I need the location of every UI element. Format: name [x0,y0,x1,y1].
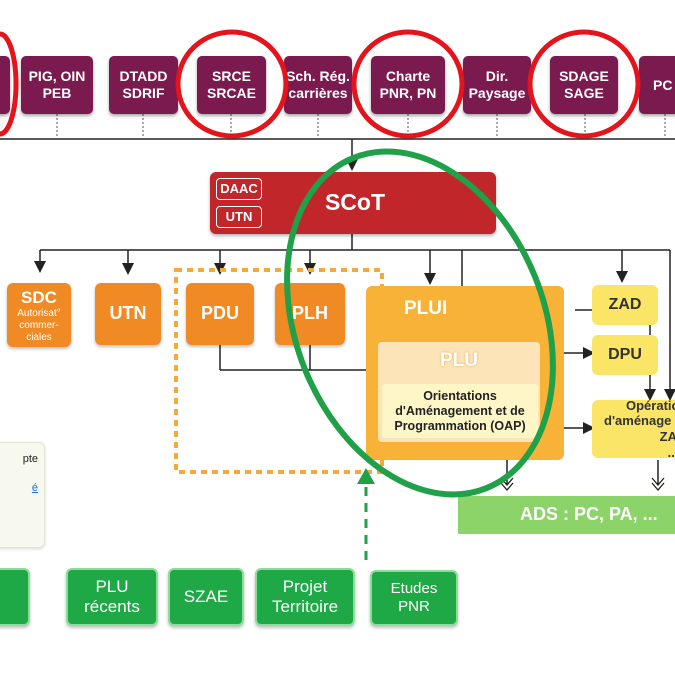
daac-tag: DAAC [216,178,262,200]
pdu-box: PDU [186,283,254,345]
utn-box: UTN [95,283,161,345]
scot-label: SCoT [324,189,386,216]
sdc-box: SDC Autorisat° commer- ciales [7,283,71,347]
plu-label: PLU [440,350,478,371]
operation-box: Opératiod'aménageZAC ... [592,398,675,460]
green-highlight-plu [284,148,556,498]
scot-box [210,172,496,234]
bottom-box-szae: SZAE [168,568,244,626]
ads-box: ADS : PC, PA, ... [458,496,675,534]
top-box-dir: Dir.Paysage [463,56,531,114]
zad-box: ZAD [592,285,658,325]
top-box-schreg: Sch. Rég.carrières [284,56,352,114]
bottom-box-cut [0,568,30,626]
legend-box: pte é [0,442,45,548]
utn-tag: UTN [216,206,262,228]
red-highlight-left [0,31,19,137]
red-highlight-charte [351,29,465,139]
red-highlight-srce [175,29,289,139]
dpu-box: DPU [592,335,658,375]
plui-label: PLUI [404,298,448,319]
top-box-cut [0,56,10,114]
top-box-pc: PC [639,56,675,114]
red-highlight-sdage [527,29,641,139]
